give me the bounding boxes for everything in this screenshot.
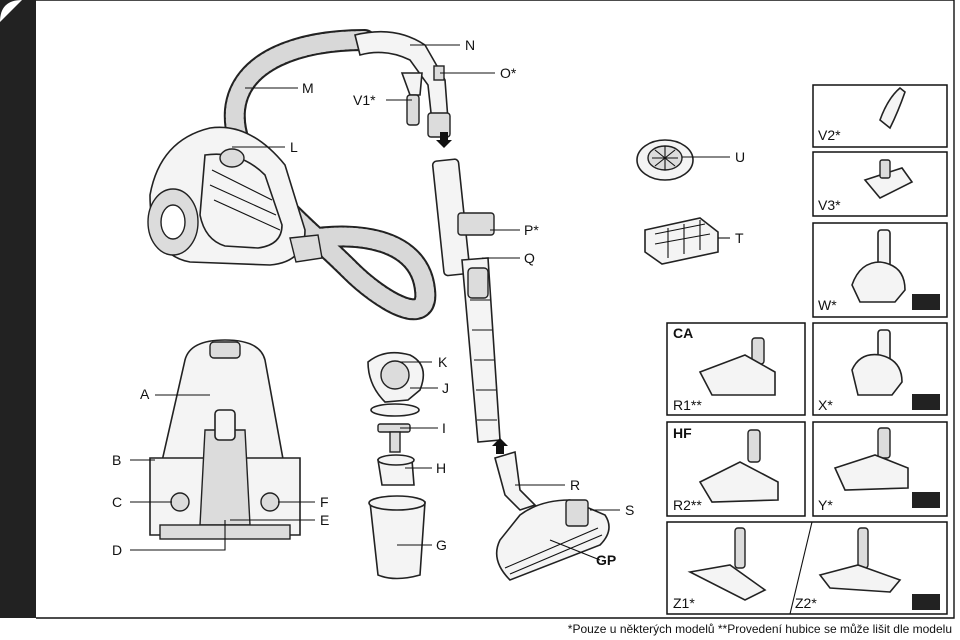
- label-r2: R2**: [673, 497, 702, 513]
- box-v2: [812, 84, 948, 148]
- floor-nozzle: [494, 450, 610, 581]
- label-x: X*: [818, 397, 833, 413]
- arrow-up: [492, 438, 508, 454]
- label-h: H: [436, 460, 446, 476]
- page-side-tab: [0, 0, 36, 618]
- label-q: Q: [524, 250, 535, 266]
- label-k: K: [438, 354, 448, 370]
- label-hf: HF: [673, 425, 692, 441]
- label-m: M: [302, 80, 314, 96]
- label-gp: GP: [596, 552, 616, 568]
- vacuum-body: [147, 126, 323, 266]
- label-s: S: [625, 502, 634, 518]
- label-o: O*: [500, 65, 517, 81]
- label-z1: Z1*: [673, 595, 695, 611]
- box-ca: [666, 322, 806, 416]
- label-f: F: [320, 494, 329, 510]
- tube-lower: [461, 257, 501, 443]
- label-b: B: [112, 452, 121, 468]
- hose: [223, 29, 437, 321]
- box-z: [666, 521, 948, 615]
- label-l: L: [290, 139, 298, 155]
- label-i: I: [442, 420, 446, 436]
- page-frame: [36, 0, 955, 619]
- box-z-divider: [789, 521, 813, 615]
- box-x: [812, 322, 948, 416]
- footnote: *Pouze u některých modelů **Provedení hu…: [567, 622, 952, 636]
- label-y: Y*: [818, 497, 833, 513]
- box-hf: [666, 421, 806, 517]
- label-r1: R1**: [673, 397, 702, 413]
- tube-upper: [431, 132, 495, 277]
- hose-handle: [354, 30, 451, 138]
- label-u: U: [735, 149, 745, 165]
- label-j: J: [442, 380, 449, 396]
- label-w: W*: [818, 297, 837, 313]
- label-d: D: [112, 542, 122, 558]
- label-v3: V3*: [818, 197, 841, 213]
- label-v1: V1*: [353, 92, 376, 108]
- filter-t: [644, 217, 719, 265]
- label-t: T: [735, 230, 744, 246]
- label-a: A: [140, 386, 150, 402]
- label-ca: CA: [673, 325, 693, 341]
- label-v2: V2*: [818, 127, 841, 143]
- label-p: P*: [524, 222, 539, 238]
- label-z2: Z2*: [795, 595, 817, 611]
- label-e: E: [320, 512, 329, 528]
- box-y: [812, 421, 948, 517]
- filter-u: [636, 139, 694, 181]
- label-g: G: [436, 537, 447, 553]
- vacuum-front-view: [149, 339, 301, 540]
- leader-lines: [130, 44, 730, 561]
- label-r: R: [570, 477, 580, 493]
- filter-stack: [367, 351, 426, 580]
- small-brush-v1: [400, 72, 423, 126]
- label-n: N: [465, 37, 475, 53]
- label-c: C: [112, 494, 122, 510]
- box-w: [812, 222, 948, 318]
- box-v3: [812, 151, 948, 217]
